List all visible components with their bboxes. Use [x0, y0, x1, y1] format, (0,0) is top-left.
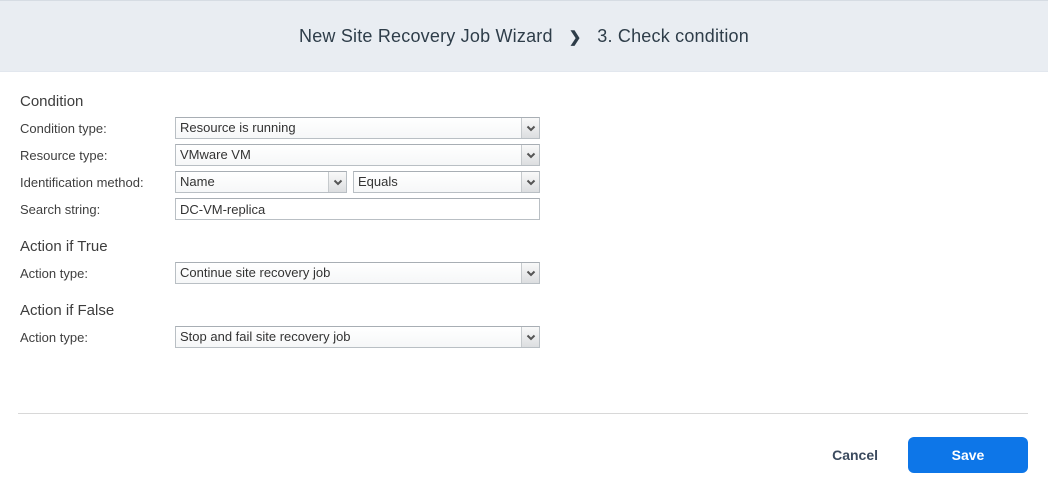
cancel-button[interactable]: Cancel — [824, 441, 886, 469]
action-if-false-dropdown[interactable]: Stop and fail site recovery job — [175, 326, 540, 348]
resource-type-dropdown[interactable]: VMware VM — [175, 144, 540, 166]
action-if-true-dropdown[interactable]: Continue site recovery job — [175, 262, 540, 284]
wizard-body: Condition Condition type: Resource is ru… — [0, 72, 1048, 348]
identification-operator-dropdown[interactable]: Equals — [353, 171, 540, 193]
identification-method-value: Name — [180, 174, 215, 189]
condition-section-heading: Condition — [20, 93, 84, 110]
identification-method-row: Identification method: Name Equals — [20, 171, 1028, 193]
search-string-row: Search string: — [20, 198, 1028, 220]
step-title: 3. Check condition — [597, 25, 749, 46]
chevron-down-icon[interactable] — [521, 118, 539, 138]
save-button[interactable]: Save — [908, 437, 1028, 473]
action-if-true-type-label: Action type: — [20, 265, 88, 281]
resource-type-value: VMware VM — [180, 147, 251, 162]
footer-divider — [18, 413, 1028, 414]
action-if-false-value: Stop and fail site recovery job — [180, 329, 351, 344]
chevron-down-icon[interactable] — [521, 145, 539, 165]
wizard-header: New Site Recovery Job Wizard ❯ 3. Check … — [0, 0, 1048, 72]
identification-operator-value: Equals — [358, 174, 398, 189]
action-if-true-value: Continue site recovery job — [180, 265, 331, 280]
identification-method-dropdown[interactable]: Name — [175, 171, 347, 193]
action-if-true-heading: Action if True — [20, 238, 108, 255]
action-if-false-row: Action type: Stop and fail site recovery… — [20, 326, 1028, 348]
condition-type-label: Condition type: — [20, 120, 107, 136]
condition-type-row: Condition type: Resource is running — [20, 117, 1028, 139]
condition-type-value: Resource is running — [180, 120, 296, 135]
search-string-input[interactable] — [175, 198, 540, 220]
resource-type-row: Resource type: VMware VM — [20, 144, 1028, 166]
action-if-false-heading: Action if False — [20, 302, 115, 319]
chevron-down-icon[interactable] — [328, 172, 346, 192]
identification-method-label: Identification method: — [20, 174, 144, 190]
chevron-down-icon[interactable] — [521, 263, 539, 283]
condition-type-dropdown[interactable]: Resource is running — [175, 117, 540, 139]
footer: Cancel Save — [824, 437, 1028, 473]
chevron-down-icon[interactable] — [521, 172, 539, 192]
resource-type-label: Resource type: — [20, 147, 108, 163]
wizard-title: New Site Recovery Job Wizard — [299, 25, 553, 46]
action-if-true-row: Action type: Continue site recovery job — [20, 262, 1028, 284]
chevron-down-icon[interactable] — [521, 327, 539, 347]
breadcrumb-separator-icon: ❯ — [568, 29, 582, 46]
action-if-false-type-label: Action type: — [20, 329, 88, 345]
search-string-label: Search string: — [20, 201, 101, 217]
